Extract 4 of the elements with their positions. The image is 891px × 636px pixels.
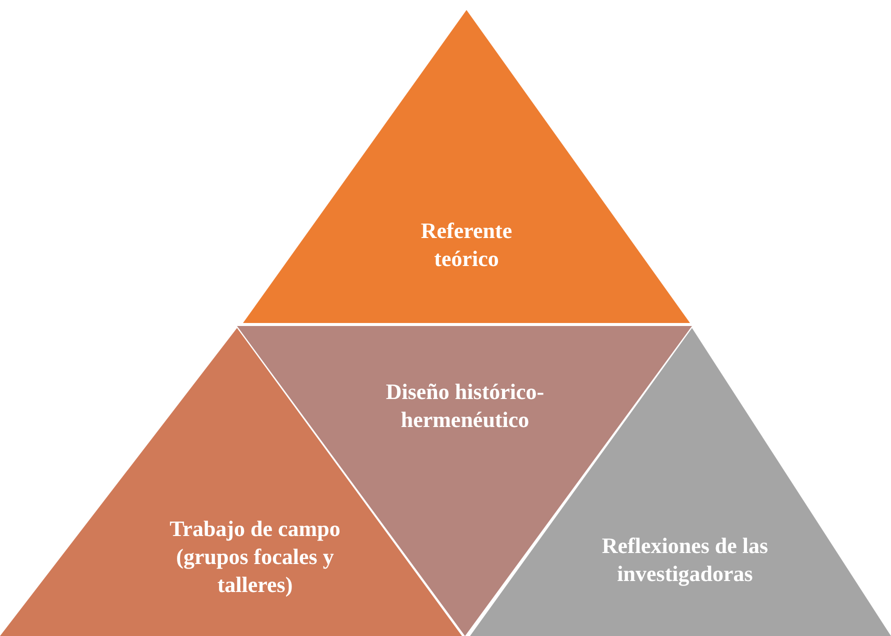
segment-label: Diseño histórico-hermenéutico — [384, 378, 546, 434]
segment-label: Referente teórico — [420, 217, 514, 273]
segment-label: Reflexiones de las investigadoras — [600, 532, 770, 588]
segment-label: Trabajo de campo (grupos focales y talleres) — [168, 515, 342, 599]
